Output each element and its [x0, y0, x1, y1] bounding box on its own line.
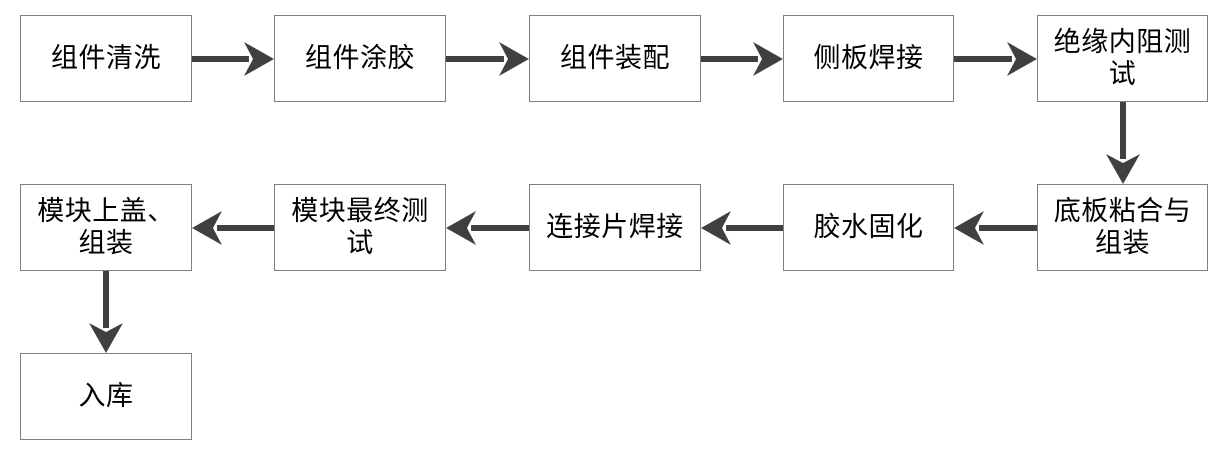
- process-node-n7[interactable]: 胶水固化: [783, 184, 954, 271]
- arrow-head: [89, 323, 123, 353]
- process-node-label: 胶水固化: [813, 211, 924, 243]
- process-node-n1[interactable]: 组件清洗: [20, 15, 192, 102]
- arrow-head: [954, 210, 984, 245]
- process-node-label: 模块上盖、组装: [37, 195, 175, 259]
- process-node-n10[interactable]: 模块上盖、组装: [20, 184, 192, 271]
- process-node-label: 模块最终测试: [291, 195, 429, 259]
- arrow-head: [192, 210, 222, 245]
- process-node-n5[interactable]: 绝缘内阻测试: [1037, 15, 1208, 102]
- process-node-label: 组件装配: [560, 42, 670, 74]
- arrow-head: [499, 41, 529, 76]
- process-node-label: 连接片焊接: [546, 211, 684, 243]
- process-node-label: 绝缘内阻测试: [1053, 26, 1192, 90]
- process-node-label: 组件清洗: [51, 42, 161, 74]
- process-node-n8[interactable]: 连接片焊接: [529, 184, 701, 271]
- arrow-head: [244, 41, 274, 76]
- process-node-label: 入库: [78, 380, 134, 412]
- process-node-n11[interactable]: 入库: [20, 353, 192, 440]
- process-node-n4[interactable]: 侧板焊接: [783, 15, 954, 102]
- arrow-head: [701, 210, 731, 245]
- process-node-n2[interactable]: 组件涂胶: [274, 15, 446, 102]
- process-node-label: 底板粘合与组装: [1053, 195, 1192, 259]
- arrow-head: [446, 210, 476, 245]
- arrow-head: [1105, 154, 1140, 184]
- process-node-n9[interactable]: 模块最终测试: [274, 184, 446, 271]
- arrow-head: [753, 41, 783, 76]
- arrow-head: [1007, 41, 1037, 76]
- process-node-label: 组件涂胶: [305, 42, 415, 74]
- process-node-label: 侧板焊接: [813, 42, 924, 74]
- process-node-n6[interactable]: 底板粘合与组装: [1037, 184, 1208, 271]
- process-node-n3[interactable]: 组件装配: [529, 15, 701, 102]
